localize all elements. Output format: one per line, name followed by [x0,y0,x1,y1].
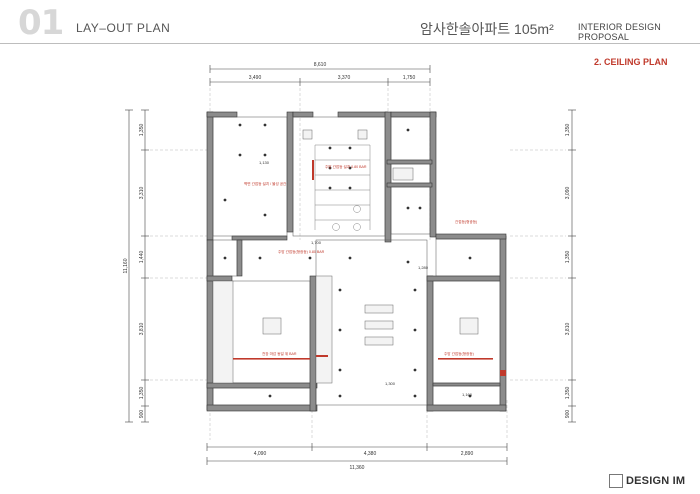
dim-1280: 1,280 [418,265,429,270]
bottom-dimensions [206,443,508,465]
dim-left-seg-6: 900 [139,410,145,419]
dim-top-seg-3: 1,750 [403,75,416,81]
dim-right-seg-4: 3,810 [565,323,571,336]
note-kitchen: 주방 간접등 설치 0.80 BAR [325,164,367,169]
brand-logo: DESIGN IM [609,474,685,488]
brand-name: DESIGN IM [626,475,686,487]
dim-right-seg-3: 1,350 [565,251,571,264]
kitchen-detail [314,144,371,231]
page-title: LAY–OUT PLAN [76,21,171,35]
left-dimensions [125,109,149,423]
section-subtitle: 2. CEILING PLAN [594,57,668,67]
brand-mark-icon [609,474,623,488]
dim-bottom-seg-2: 4,380 [364,451,377,457]
dim-top-total: 8,610 [314,62,327,68]
dim-1700: 1,700 [311,240,322,245]
dim-right-seg-1: 1,350 [565,124,571,137]
indirect-light-bars [233,160,506,376]
dim-1130: 1,130 [259,160,270,165]
dim-top-seg-2: 3,370 [338,75,351,81]
project-name: 암사한솔아파트 105m² [420,21,554,37]
dim-top-seg-1: 3,490 [249,75,262,81]
dim-bottom-seg-3: 2,890 [461,451,474,457]
exterior-walls [206,111,507,412]
dim-left-seg-2: 3,310 [139,187,145,200]
note-bedroom-left: 벽면 간접등 설치 / 물성 공간 [244,181,287,186]
dim-left-seg-3: 1,440 [139,251,145,264]
note-bottom-right: 주방 간접등(형광등) [444,351,474,356]
note-balcony: 천장 마감 동일 위 BAR [262,351,297,356]
note-living: 주방 간접등(형광등) 0.80 BAR [278,249,325,254]
dim-right-seg-2: 3,090 [565,187,571,200]
dim-right-seg-6: 900 [565,410,571,419]
downlights [223,123,472,398]
dim-left-seg-1: 1,350 [139,124,145,137]
right-dimensions [568,109,576,423]
top-dimensions [209,65,431,86]
dim-bottom-seg-1: 4,090 [254,451,267,457]
dim-left-seg-5: 1,350 [139,387,145,400]
dim-right-seg-5: 1,350 [565,387,571,400]
header-divider [0,43,700,44]
proposal-label: INTERIOR DESIGN PROPOSAL [578,22,662,42]
note-bedroom-right: 간접등(형광등) [455,219,477,224]
dim-bottom-total: 11,360 [350,465,365,471]
page-number: 01 [18,3,64,43]
dim-1160: 1,160 [462,392,473,397]
dim-1300: 1,300 [385,381,396,386]
dim-left-total: 11,160 [123,258,129,273]
dim-left-seg-4: 3,810 [139,323,145,336]
